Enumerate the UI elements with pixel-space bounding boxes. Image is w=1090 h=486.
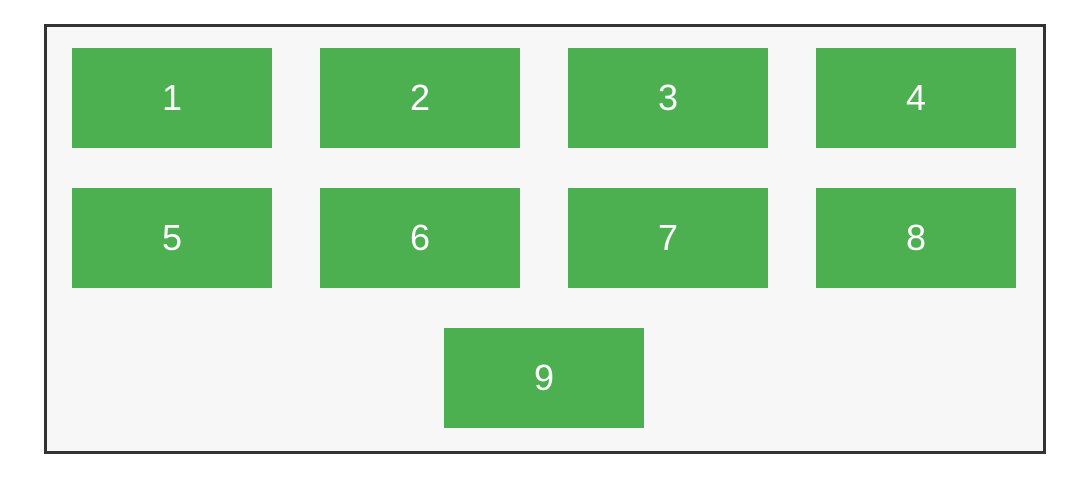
item-box-label: 8 bbox=[905, 217, 927, 258]
item-box-7: 7 bbox=[568, 188, 768, 288]
item-box-8: 8 bbox=[816, 188, 1016, 288]
item-box-label: 1 bbox=[161, 77, 183, 118]
flex-container: 1 2 3 4 5 6 7 8 9 bbox=[44, 24, 1046, 454]
item-box-1: 1 bbox=[72, 48, 272, 148]
item-box-2: 2 bbox=[320, 48, 520, 148]
item-box-4: 4 bbox=[816, 48, 1016, 148]
item-box-label: 5 bbox=[161, 217, 183, 258]
item-box-label: 6 bbox=[409, 217, 431, 258]
item-box-3: 3 bbox=[568, 48, 768, 148]
item-box-label: 3 bbox=[657, 77, 679, 118]
item-box-9: 9 bbox=[444, 328, 644, 428]
item-box-label: 9 bbox=[533, 357, 555, 398]
item-box-label: 2 bbox=[409, 77, 431, 118]
item-box-5: 5 bbox=[72, 188, 272, 288]
item-box-6: 6 bbox=[320, 188, 520, 288]
item-box-label: 7 bbox=[657, 217, 679, 258]
item-box-label: 4 bbox=[905, 77, 927, 118]
